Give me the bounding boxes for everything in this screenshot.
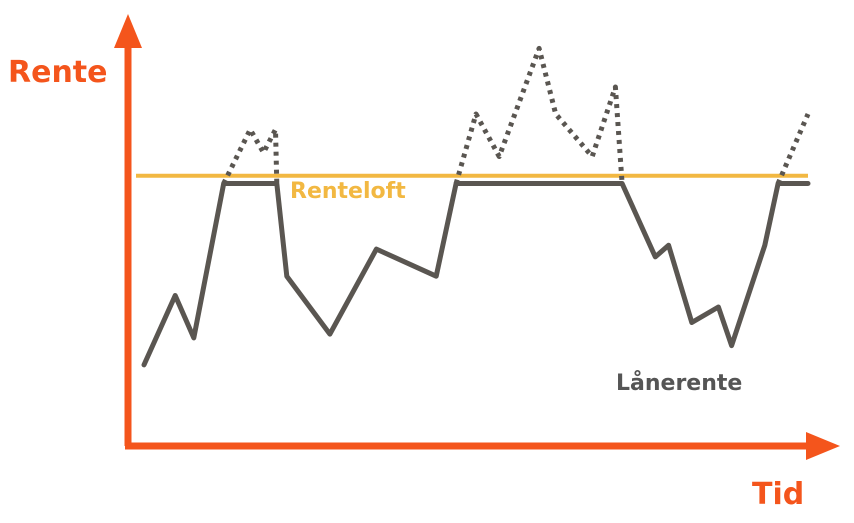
series-group [141, 45, 811, 368]
underlying-rate-dotted-segment [453, 45, 625, 185]
x-axis-arrowhead [806, 432, 840, 460]
rate-cap-label: Renteloft [290, 179, 406, 204]
x-axis-label: Tid [752, 477, 804, 512]
underlying-rate-dotted-segment [775, 113, 811, 185]
loan-rate-line [141, 181, 811, 368]
axes [114, 14, 840, 460]
y-axis-arrowhead [114, 14, 142, 48]
y-axis-label: Rente [8, 55, 108, 90]
loan-rate-label: Lånerente [616, 370, 742, 396]
